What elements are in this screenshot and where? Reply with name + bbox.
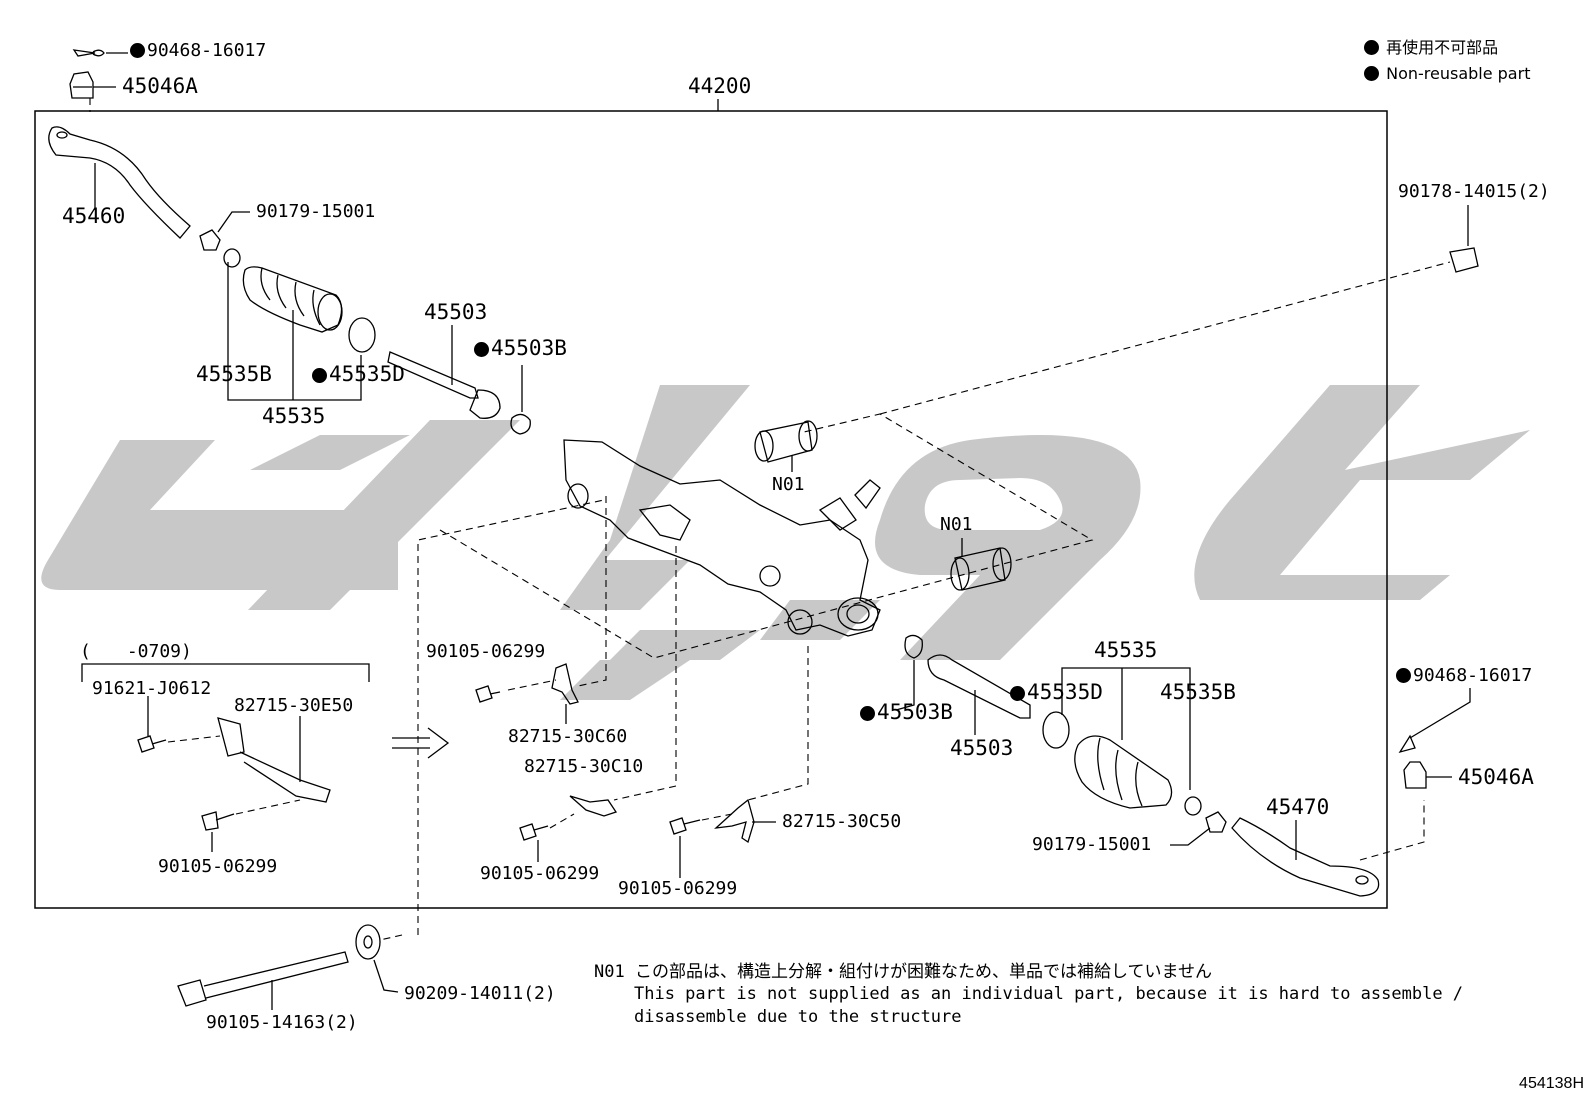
bolt-90105-d: [669, 817, 701, 878]
lock-washer-right: [895, 634, 923, 711]
direction-arrow: [392, 727, 450, 759]
bracket-30c10: [569, 795, 618, 817]
bracket-0709: [81, 663, 370, 682]
cotter-pin-top: [72, 49, 128, 57]
bushing-n01-a: [754, 420, 818, 472]
label-90179-top[interactable]: 90179-15001: [256, 201, 376, 222]
label-text: 90468-16017: [1413, 665, 1533, 686]
label-45535d-right[interactable]: 45535D: [1010, 682, 1103, 703]
mount-bolt-long: [177, 951, 349, 1010]
label-45046a-top[interactable]: 45046A: [122, 74, 198, 98]
label-82715-30c10[interactable]: 82715-30C10: [524, 756, 644, 777]
label-90105-b[interactable]: 90105-06299: [426, 641, 546, 662]
label-90105-c[interactable]: 90105-06299: [480, 863, 600, 884]
inner-rod-left: [387, 325, 501, 419]
label-45460[interactable]: 45460: [62, 204, 126, 228]
castle-nut-right: [1403, 761, 1452, 789]
label-45503-left[interactable]: 45503: [424, 300, 488, 324]
label-text: 90468-16017: [147, 40, 267, 61]
label-82715-30c60[interactable]: 82715-30C60: [508, 726, 628, 747]
label-45535d-left[interactable]: 45535D: [312, 364, 405, 385]
boot-left: [242, 266, 343, 333]
cotter-pin-right: [1398, 688, 1471, 754]
label-text: 45535D: [329, 362, 405, 386]
note-en-line1: This part is not supplied as an individu…: [634, 984, 1464, 1004]
castle-nut-top: [69, 71, 116, 99]
bracket-45535-left: [227, 262, 362, 401]
note-code: N01: [594, 962, 625, 982]
bracket-30c60: [551, 663, 579, 724]
label-text: 45535D: [1027, 680, 1103, 704]
label-90209[interactable]: 90209-14011(2): [404, 983, 556, 1004]
note-jp-text: この部品は、構造上分解・組付けが困難なため、単品では補給していません: [634, 962, 1212, 982]
tie-rod-end-left: [48, 126, 191, 239]
clamp-large-left: [348, 317, 376, 353]
label-90178[interactable]: 90178-14015(2): [1398, 181, 1550, 202]
label-90468-right[interactable]: 90468-16017: [1396, 667, 1532, 685]
height-sensor-30e50: [217, 716, 331, 803]
label-45470[interactable]: 45470: [1266, 795, 1330, 819]
label-text: 45503B: [491, 336, 567, 360]
legend-en: Non-reusable part: [1364, 66, 1530, 82]
label-45535-left[interactable]: 45535: [262, 404, 326, 428]
label-45535b-left[interactable]: 45535B: [196, 362, 272, 386]
label-90105-d[interactable]: 90105-06299: [618, 878, 738, 899]
legend-jp-text: 再使用不可部品: [1386, 38, 1499, 57]
label-n01-a[interactable]: N01: [772, 474, 805, 495]
label-90179-right[interactable]: 90179-15001: [1032, 834, 1152, 855]
bolt-90105-a: [201, 811, 235, 852]
inner-rod-right: [927, 654, 1031, 735]
dashed-leaders: [89, 98, 1451, 941]
label-45535-right[interactable]: 45535: [1094, 638, 1158, 662]
label-91621[interactable]: 91621-J0612: [92, 678, 212, 699]
label-90105-a[interactable]: 90105-06299: [158, 856, 278, 877]
mount-washer: [355, 924, 399, 993]
note-en-line2: disassemble due to the structure: [634, 1007, 962, 1027]
tie-rod-end-right: [1231, 817, 1380, 897]
bracket-30c50: [714, 798, 776, 844]
clamp-large-right: [1042, 711, 1070, 749]
nut-right: [1170, 811, 1227, 846]
label-n01-b[interactable]: N01: [940, 514, 973, 535]
nut-left: [199, 211, 250, 251]
lock-washer-left: [510, 365, 531, 435]
bolt-90105-b: [475, 685, 501, 703]
label-90468-top[interactable]: 90468-16017: [130, 42, 266, 60]
label-45503b-left[interactable]: 45503B: [474, 338, 567, 359]
label-82715-30c50[interactable]: 82715-30C50: [782, 811, 902, 832]
label-text: 45503B: [877, 700, 953, 724]
assembly-frame: [34, 110, 1388, 909]
label-45046a-right[interactable]: 45046A: [1458, 765, 1534, 789]
boot-right: [1074, 668, 1173, 809]
bushing-n01-b: [950, 538, 1012, 591]
label-0709: ( -0709): [80, 641, 192, 662]
label-90105-14163[interactable]: 90105-14163(2): [206, 1012, 358, 1033]
clamp-small-right: [1184, 796, 1202, 816]
label-45503-right[interactable]: 45503: [950, 736, 1014, 760]
figure-code: 454138H: [1519, 1075, 1584, 1092]
label-45535b-right[interactable]: 45535B: [1160, 680, 1236, 704]
bracket-45535-right: [1061, 667, 1191, 790]
clamp-small-left: [223, 248, 241, 268]
label-82715-30e50[interactable]: 82715-30E50: [234, 695, 354, 716]
watermark-logo: [41, 385, 1530, 700]
legend-jp: 再使用不可部品: [1364, 40, 1498, 56]
label-45503b-right[interactable]: 45503B: [860, 702, 953, 723]
note-line-jp: N01 この部品は、構造上分解・組付けが困難なため、単品では補給していません: [594, 964, 1212, 981]
mount-nut-right: [1449, 205, 1479, 273]
bolt-91621: [137, 696, 167, 753]
bolt-90105-c: [519, 823, 549, 862]
label-44200[interactable]: 44200: [688, 74, 752, 98]
legend-en-text: Non-reusable part: [1386, 64, 1531, 83]
